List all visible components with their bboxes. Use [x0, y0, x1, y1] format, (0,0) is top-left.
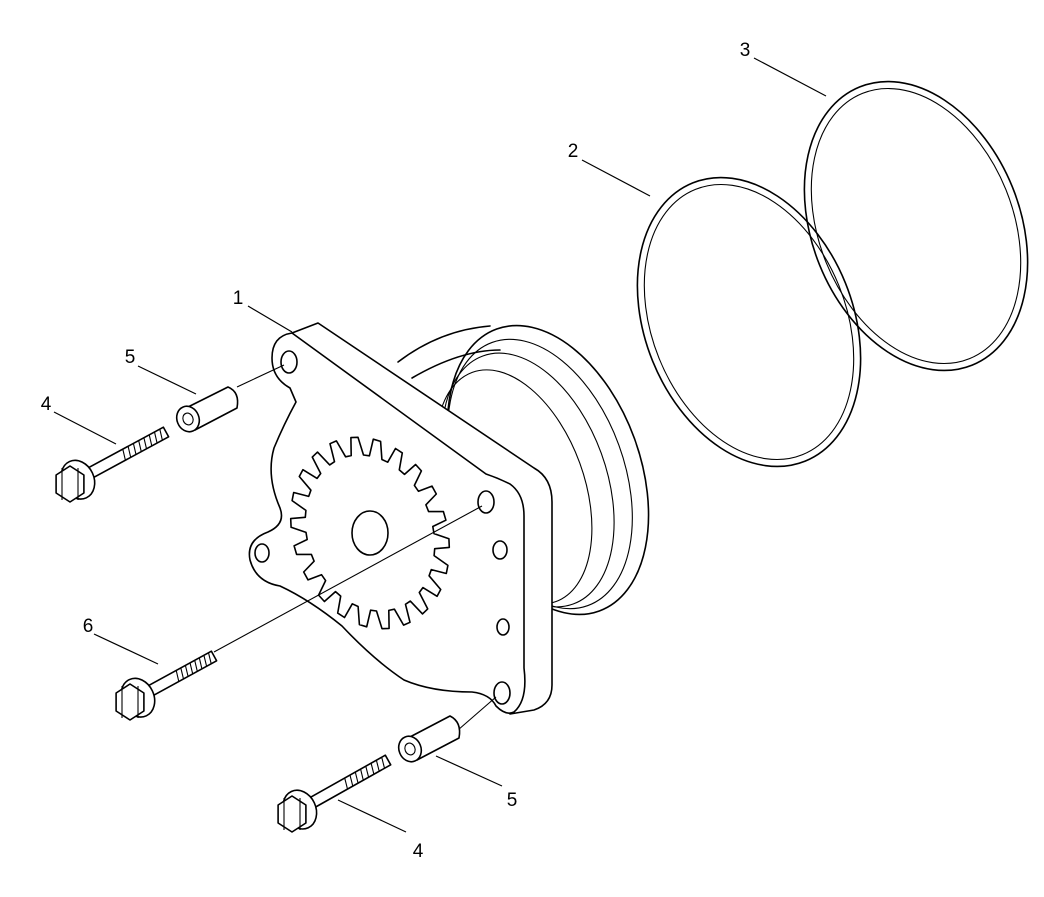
hole-right	[492, 540, 508, 560]
callout-labels: 3 2 1 5 4 6 5 4	[41, 40, 751, 862]
hole-bottom-right	[493, 681, 511, 705]
flange-bolt-upper	[55, 426, 170, 503]
seal-ring-3	[803, 80, 1029, 372]
mounting-holes	[254, 350, 511, 705]
flange-bolt-lower	[277, 754, 392, 833]
gear-hub	[351, 510, 389, 556]
spacer-sleeve-upper	[175, 386, 239, 433]
hole-top-left	[280, 350, 298, 374]
callout-4-lower: 4	[413, 841, 424, 862]
callout-2: 2	[568, 141, 579, 162]
flange-bolt-long	[115, 650, 218, 721]
hole-middle-right	[477, 490, 495, 514]
leader-lines	[53, 57, 827, 833]
alignment-lines	[213, 364, 497, 731]
spacer-sleeve-lower	[397, 715, 461, 763]
callout-4-upper: 4	[41, 394, 52, 415]
hole-right-lower	[496, 618, 510, 636]
callout-5-upper: 5	[125, 347, 136, 368]
pump-body	[248, 322, 650, 715]
hole-left	[254, 543, 270, 563]
callout-1: 1	[233, 288, 244, 309]
seal-ring-2	[636, 176, 862, 468]
callout-3: 3	[740, 40, 751, 61]
callout-6: 6	[83, 616, 94, 637]
callout-5-lower: 5	[507, 790, 518, 811]
